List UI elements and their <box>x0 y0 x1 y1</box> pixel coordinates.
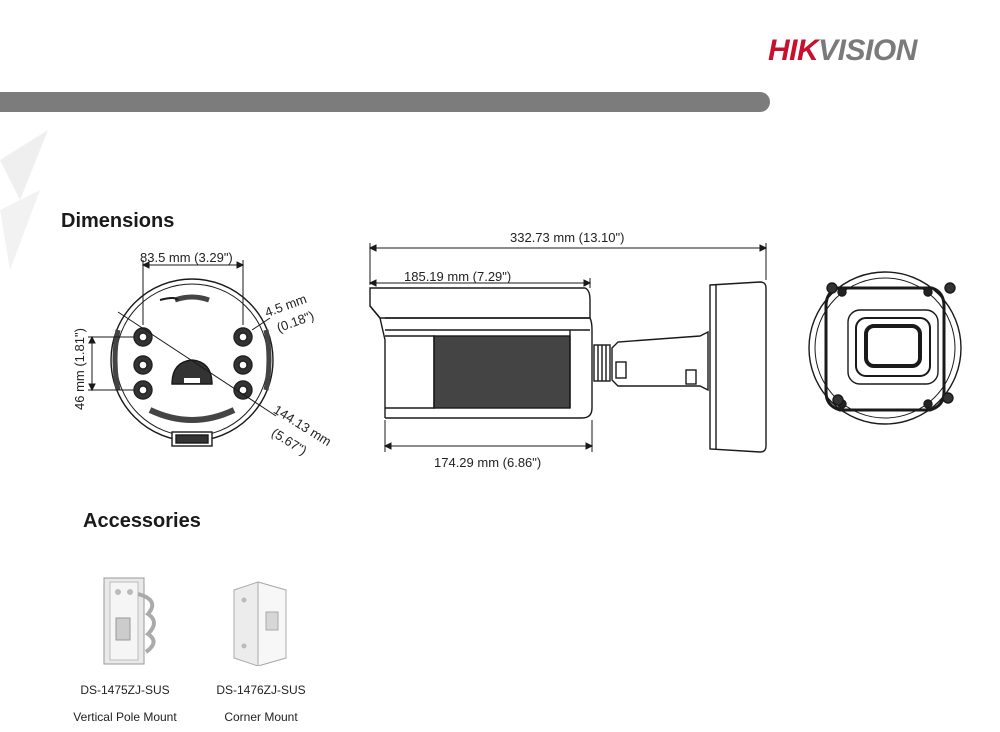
hikvision-logo: HIKVISION <box>768 34 917 68</box>
bottom-length-label: 174.29 mm (6.86") <box>434 455 542 470</box>
accessory-model-1: DS-1475ZJ-SUS <box>80 683 170 697</box>
accessory-name-1: Vertical Pole Mount <box>73 710 177 724</box>
body-length-label: 185.19 mm (7.29") <box>404 269 512 284</box>
side-view-dimension-lines <box>368 243 768 452</box>
front-height-label: 46 mm (1.81") <box>72 328 87 410</box>
logo-vision: VISION <box>818 34 917 67</box>
header-bar <box>0 92 770 112</box>
accessories-title: Accessories <box>83 510 201 532</box>
accessory-name-2: Corner Mount <box>224 710 298 724</box>
watermark-shape <box>0 130 48 270</box>
vertical-pole-mount-image <box>103 577 156 665</box>
side-view-drawing <box>369 281 767 453</box>
front-width-label: 83.5 mm (3.29") <box>140 250 233 265</box>
accessory-model-2: DS-1476ZJ-SUS <box>216 683 306 697</box>
corner-mount-image <box>233 581 287 666</box>
logo-hik: HIK <box>768 34 819 67</box>
rear-view-drawing <box>808 271 962 425</box>
front-view-drawing <box>110 278 277 447</box>
dimensions-title: Dimensions <box>61 210 175 232</box>
total-length-label: 332.73 mm (13.10") <box>510 230 625 245</box>
front-view-dimension-lines <box>88 260 271 392</box>
